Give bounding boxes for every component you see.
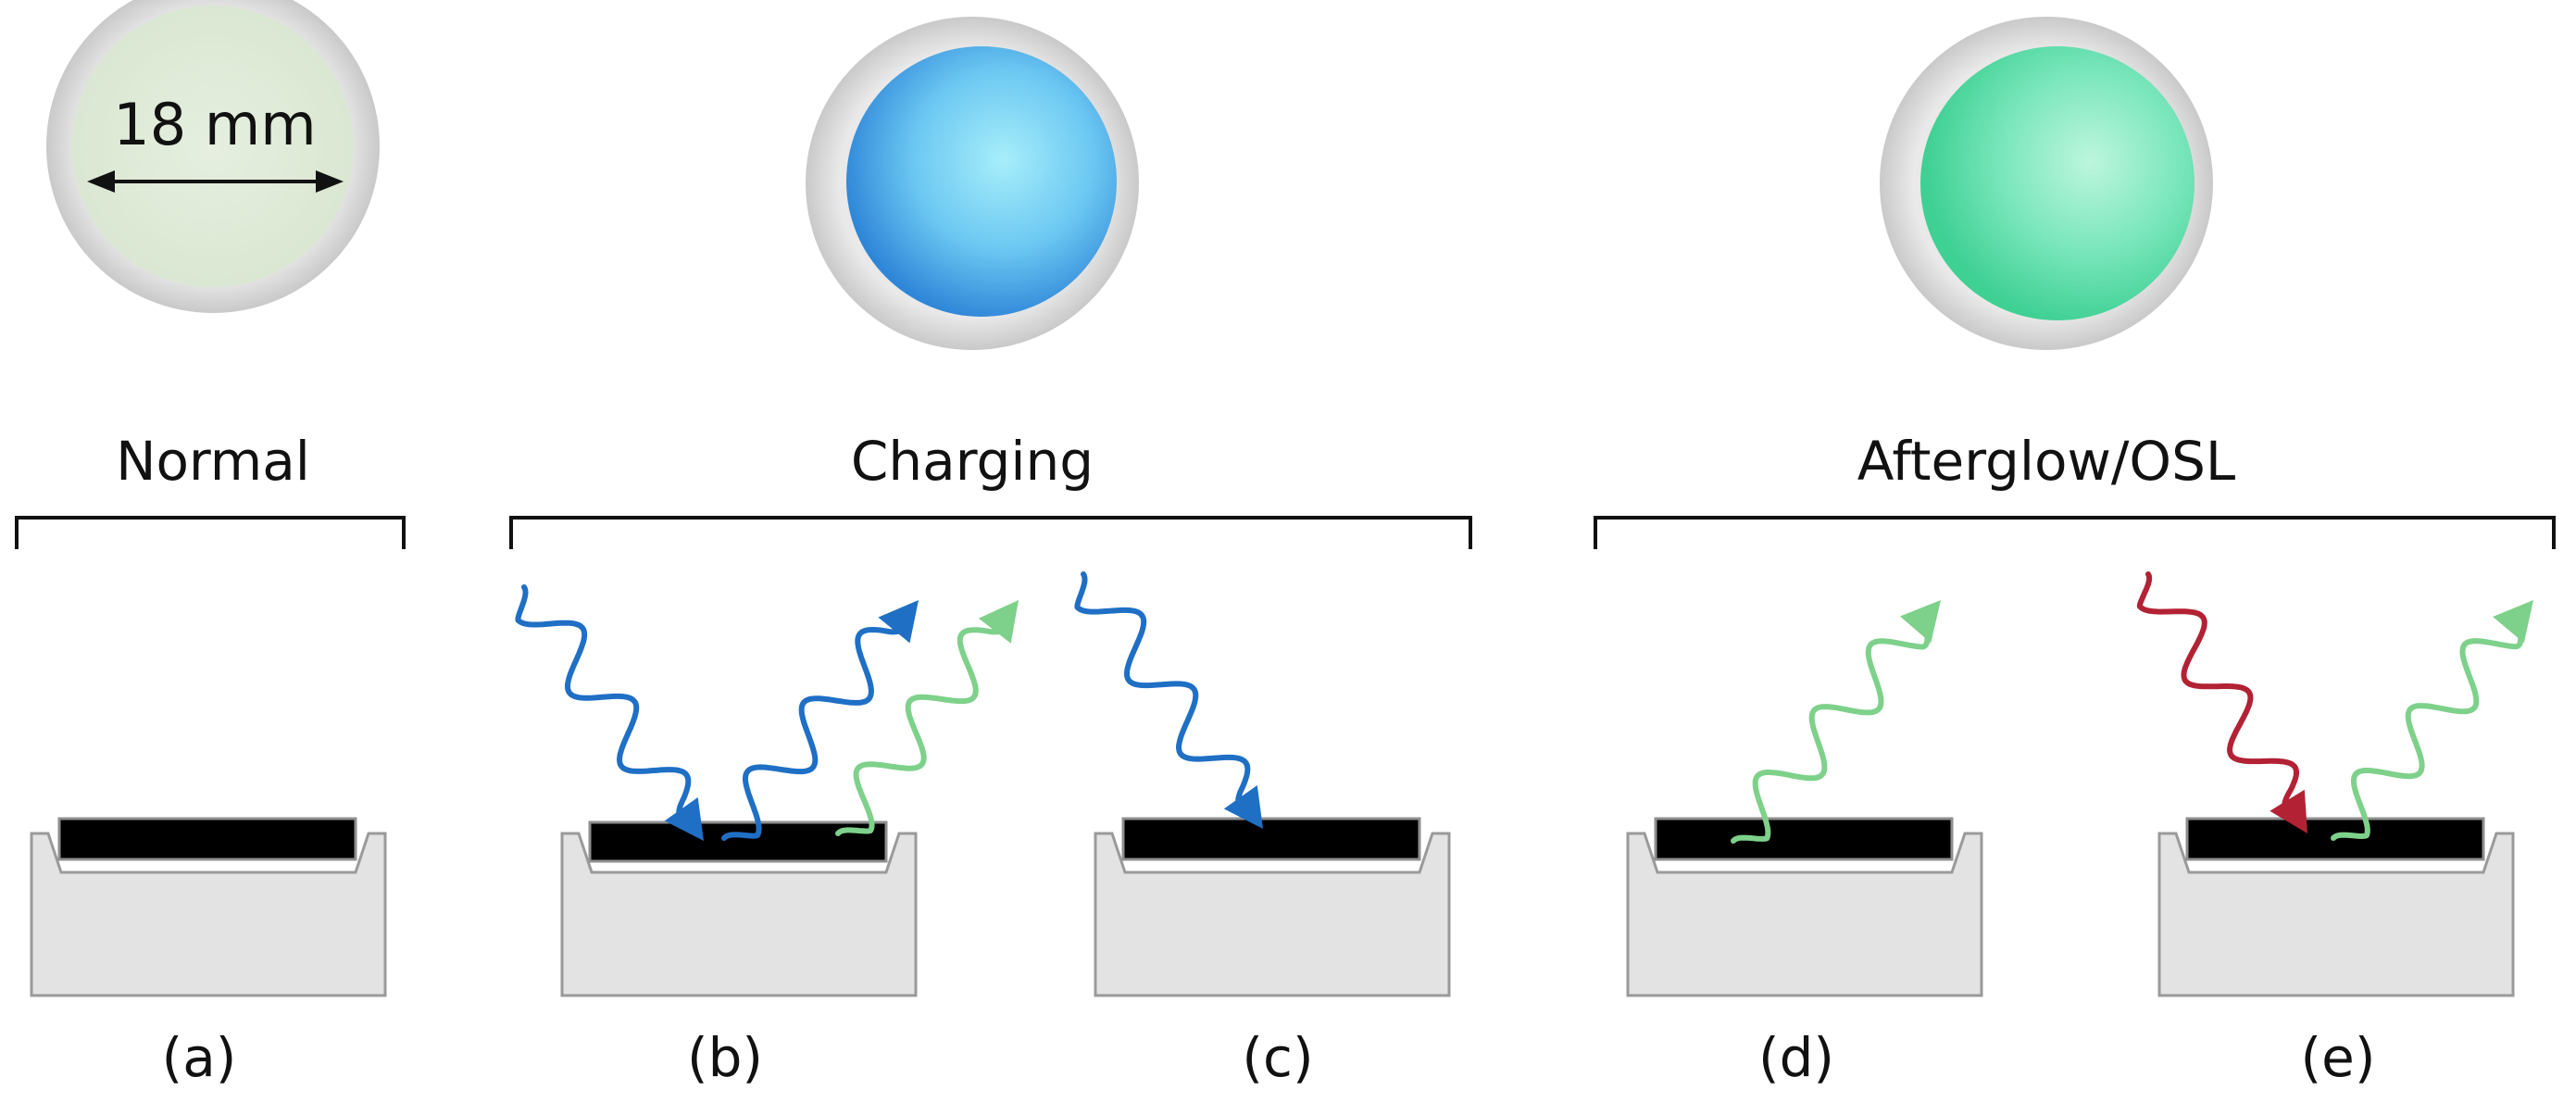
- group-label-afterglow: Afterglow/OSL: [1857, 430, 2235, 493]
- disc-afterglow: [1880, 17, 2213, 350]
- panel-a: [30, 817, 387, 997]
- panel-label-d: (d): [1758, 1026, 1834, 1089]
- panel-e: [2157, 817, 2515, 997]
- emitted-green-light-wave: [835, 615, 1007, 836]
- afterglow-green-light-wave: [1731, 615, 1931, 844]
- phosphor-sample: [2185, 817, 2485, 861]
- sample-holder: [1094, 832, 1451, 997]
- reflected-blue-light-wave: [721, 615, 907, 841]
- panel-d: [1626, 817, 1983, 997]
- phosphor-sample: [57, 817, 357, 861]
- incoming-blue-light-wave: [515, 584, 694, 825]
- phosphor-sample: [1121, 817, 1421, 861]
- panel-label-a: (a): [162, 1026, 237, 1089]
- bracket-normal: [15, 516, 406, 549]
- dimension-annotation: 18 mm: [87, 91, 344, 193]
- sample-holder: [1626, 832, 1983, 997]
- emitted-green-light-arrowhead: [978, 600, 1019, 644]
- reflected-blue-light-arrowhead: [878, 600, 919, 644]
- sample-holder: [30, 832, 387, 997]
- sample-holder: [560, 832, 918, 997]
- osl-green-light-arrowhead: [2493, 600, 2533, 644]
- incoming-blue-light-c-arrowhead: [1223, 785, 1263, 829]
- osl-green-light-wave: [2331, 615, 2524, 841]
- afterglow-green-light-arrowhead: [1899, 600, 1941, 644]
- panel-label-e: (e): [2301, 1026, 2376, 1089]
- panel-c: [1094, 817, 1451, 997]
- panel-b: [560, 820, 918, 997]
- sample-holder: [2157, 832, 2515, 997]
- group-label-normal: Normal: [116, 430, 310, 493]
- incoming-blue-light-c-wave: [1074, 571, 1253, 813]
- group-label-charging: Charging: [851, 430, 1094, 493]
- panel-label-c: (c): [1242, 1026, 1313, 1089]
- dimension-label: 18 mm: [113, 91, 316, 158]
- stimulating-red-light-arrowhead: [2270, 789, 2307, 833]
- bracket-afterglow: [1594, 516, 2556, 549]
- bracket-charging: [509, 516, 1472, 549]
- incoming-blue-light-arrowhead: [664, 797, 704, 841]
- phosphor-sample: [588, 820, 888, 863]
- phosphor-sample: [1654, 817, 1954, 861]
- stimulating-red-light-wave: [2136, 571, 2299, 817]
- light-arrows: [515, 571, 2533, 844]
- panel-label-b: (b): [687, 1026, 763, 1089]
- disc-normal: [46, 0, 380, 313]
- disc-charging: [806, 17, 1139, 350]
